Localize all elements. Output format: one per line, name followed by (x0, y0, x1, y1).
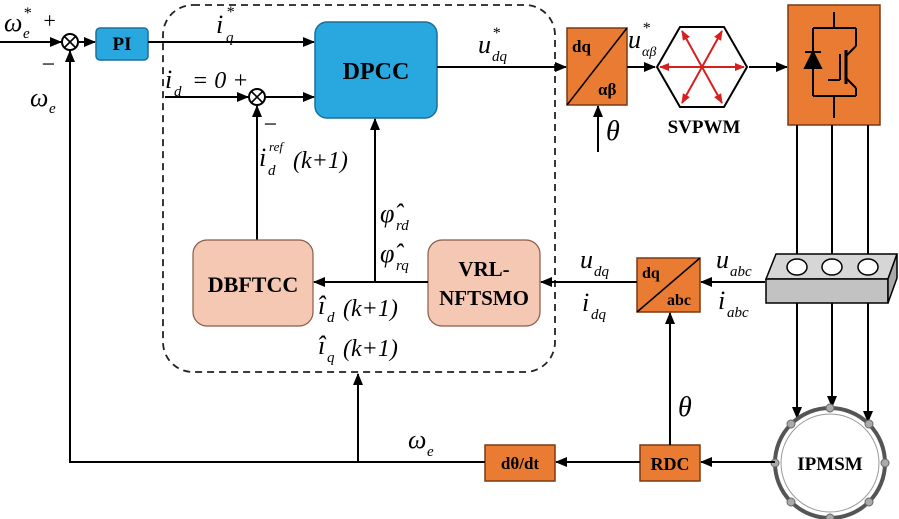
stator-dot (825, 513, 835, 519)
pi-block (95, 27, 149, 61)
id-ref-next-rest: (k+1) (293, 148, 348, 174)
omega-ref-sub: e (23, 26, 30, 42)
omega-fb-sub: e (49, 101, 56, 117)
dq-alphabeta-divider (566, 27, 628, 106)
dbftcc-label: DBFTCC (208, 272, 298, 297)
iq-ref-base: i (216, 10, 223, 39)
omega-e-sub: e (427, 444, 434, 460)
id-ref-next-sub: d (268, 163, 276, 179)
idq-base: i (582, 288, 589, 317)
terminal-a (786, 258, 808, 276)
iabc-sub: abc (727, 305, 749, 321)
uab-ref-sub: αβ (642, 45, 656, 60)
arrow-speed-feedback (65, 50, 485, 463)
igbt-switch-icon (803, 12, 857, 118)
id-hat-sub: d (327, 310, 335, 326)
dpcc-label: DPCC (343, 59, 410, 85)
stator-dot (825, 403, 835, 413)
omega-ref-sup: * (23, 5, 31, 22)
stator-dot (864, 497, 874, 507)
omega-e-base: ω (408, 425, 426, 454)
stator-dot (864, 419, 874, 429)
svpwm-hexagon (655, 26, 749, 108)
id-hat-rest: (k+1) (343, 296, 398, 322)
dq-alphabeta-top: dq (572, 37, 591, 56)
uabc-sub: abc (730, 264, 752, 280)
stator-dot (880, 458, 890, 468)
dq-abc-top: dq (642, 265, 660, 282)
sum2-minus-sign: − (262, 112, 278, 138)
uabc-base: u (716, 245, 729, 274)
sum-junction-id (248, 88, 266, 106)
theta-rdc-label: θ (678, 392, 692, 423)
ddt-label: dθ/dt (501, 454, 540, 473)
stator-dot (786, 419, 796, 429)
svpwm-label: SVPWM (668, 117, 741, 138)
vrl-label-line1: VRL- (458, 257, 509, 281)
uab-ref-sup: * (642, 20, 650, 37)
id-zero-base: i (165, 65, 172, 94)
sum1-minus-sign: − (40, 52, 56, 78)
theta-park-label: θ (606, 116, 620, 147)
omega-ref-plus: + (42, 8, 57, 33)
udq-ref-base: u (478, 30, 491, 59)
terminal-c (857, 258, 879, 276)
udq-ref-sup: * (492, 25, 500, 42)
id-hat-base: î (318, 291, 327, 320)
vrl-label-line2: NFTSMO (439, 286, 529, 310)
id-zero-rest: = 0 + (192, 68, 248, 94)
id-ref-next-sup: ref (269, 139, 285, 154)
stator-dot (786, 497, 796, 507)
idq-sub: dq (591, 307, 607, 323)
ipmsm-label: IPMSM (797, 454, 863, 475)
iabc-base: i (718, 286, 725, 315)
udq-sub: dq (594, 264, 610, 280)
phi-rd-sub: rd (396, 218, 409, 234)
iq-ref-sub: q (226, 30, 234, 46)
phi-rq-sub: rq (396, 258, 409, 274)
omega-ref-base: ω (4, 8, 22, 37)
dq-abc-divider (636, 257, 701, 313)
omega-fb-base: ω (30, 83, 48, 112)
iq-ref-sup: * (226, 4, 234, 21)
udq-ref-sub: dq (492, 49, 508, 65)
dq-abc-bottom: abc (667, 292, 691, 309)
ddt-block (484, 444, 556, 482)
vrl-nftsmo-block (427, 239, 541, 327)
id-zero-sub: d (174, 84, 182, 100)
id-ref-next-base: i (259, 143, 266, 172)
terminal-b (821, 258, 843, 276)
sum-junction-speed (61, 33, 79, 51)
dq-alphabeta-bottom: αβ (598, 80, 616, 99)
uab-ref-base: u (628, 25, 641, 54)
controller-boundary (162, 4, 556, 373)
iq-hat-base: î (318, 331, 327, 360)
iq-hat-rest: (k+1) (343, 336, 398, 362)
pi-label: PI (113, 34, 132, 55)
udq-base: u (580, 245, 593, 274)
rdc-label: RDC (651, 454, 690, 474)
iq-hat-sub: q (327, 350, 335, 366)
terminal-block (764, 253, 899, 304)
